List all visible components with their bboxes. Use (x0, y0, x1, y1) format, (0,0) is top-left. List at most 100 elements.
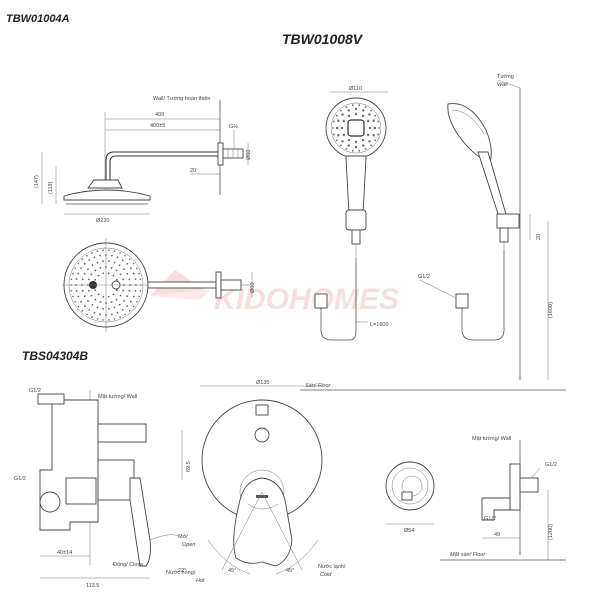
nozzle-dot (110, 267, 113, 269)
nozzle-dot (126, 262, 129, 265)
nozzle-dot (354, 107, 358, 111)
hand-center-button (347, 119, 365, 137)
hand-hose-connector (351, 229, 361, 245)
mixer-front-view: Ø135 22° 45° 45° Nước nóng/ Hot Nước lạn… (166, 380, 346, 584)
nozzle-dot (121, 259, 124, 261)
nozzle-dot (354, 145, 358, 149)
nozzle-dot (96, 318, 99, 320)
mixer-side-inlet (39, 491, 61, 513)
watermark: KIDOHOMES (150, 270, 399, 316)
nozzle-dot (77, 305, 80, 308)
nozzle-dot (122, 278, 124, 281)
wall-flange (217, 142, 224, 166)
mixer-side-view: Mặt tường/ Wall G1/2 G1/2 40±14 113.5 Mở… (14, 388, 195, 589)
nozzle-dot (81, 310, 84, 312)
nozzle-dot (87, 268, 89, 270)
dim-total-depth: 113.5 (86, 583, 99, 589)
nozzle-dot (123, 300, 125, 302)
outlet-ring (391, 467, 429, 505)
nozzle-dot (341, 113, 344, 116)
nozzle-dot (102, 249, 104, 251)
nozzle-dot (108, 249, 110, 251)
brand-badge (256, 495, 268, 498)
nozzle-dot (138, 272, 140, 275)
shower-arm-inner (109, 155, 224, 180)
nozzle-dot (128, 278, 131, 281)
nozzle-dot (97, 293, 100, 296)
nozzle-dot (81, 278, 84, 281)
nozzle-dot (358, 104, 361, 107)
hose-thread-label: G1/2 (418, 274, 430, 280)
thread-label: G½ (229, 123, 238, 130)
nozzle-dot (91, 303, 94, 306)
nozzle-dot (333, 120, 335, 123)
nozzle-dot (115, 269, 118, 272)
nozzle-dot (335, 139, 338, 142)
nozzle-dot (347, 109, 350, 112)
nozzle-dot (351, 104, 354, 107)
shower-head-side-view: Wall/ Tường hoàn thiện 409 400±5 G½ Ø60 … (34, 96, 252, 224)
hand-holder (345, 209, 367, 231)
nozzle-dot (370, 109, 372, 112)
dim-outlet-height: (1200) (548, 524, 554, 540)
nozzle-dot (354, 112, 358, 116)
mixer-top-inlet (37, 393, 65, 405)
nozzle-dot (88, 259, 91, 261)
nozzle-dot (70, 290, 73, 292)
nozzle-dot (115, 278, 118, 281)
angle-hot: 45° (228, 568, 236, 574)
nozzle-dot (364, 106, 367, 108)
nozzle-dot (132, 272, 135, 275)
dim-mixer-height: 69.5 (186, 461, 192, 472)
nozzle-dot (111, 313, 113, 316)
nozzle-dot (347, 144, 350, 147)
cold-label-en: Cold (320, 572, 332, 578)
head-connector (87, 179, 123, 189)
nozzle-dot (139, 278, 142, 281)
wall-leader (497, 79, 521, 89)
side-hose-nut (455, 293, 469, 309)
hand-shower-front-view: Ø110 L=1600 (314, 86, 389, 341)
open-arc (149, 534, 179, 541)
nozzle-dot (340, 126, 344, 130)
nozzle-dot (337, 134, 340, 137)
nozzle-dot (113, 250, 116, 252)
nozzle-dot (134, 278, 137, 280)
nozzle-dot (113, 306, 116, 309)
nozzle-dot (377, 133, 379, 136)
side-hose (461, 250, 505, 341)
nozzle-dot (337, 119, 340, 122)
nozzle-dot (115, 289, 118, 292)
nozzle-dot (77, 262, 80, 265)
hot-arc (207, 539, 251, 575)
nozzle-dot (121, 309, 124, 311)
hot-label-vi: Nước nóng/ (166, 570, 196, 576)
side-hose-connector (499, 227, 509, 243)
nozzle-dot (116, 256, 119, 259)
cold-angle-line (261, 491, 303, 571)
nozzle-dot (80, 267, 82, 270)
nozzle-dot (97, 274, 100, 277)
nozzle-dot (94, 278, 97, 281)
watermark-logo-base (150, 290, 210, 300)
dim-head-dia: Ø220 (96, 218, 109, 224)
nozzle-dot (128, 289, 131, 292)
nozzle-dot (119, 294, 122, 297)
nozzle-dot (83, 305, 86, 308)
nozzle-dot (134, 290, 137, 292)
nozzle-dot (112, 293, 115, 296)
nozzle-dot (72, 295, 74, 298)
nozzle-dot (93, 256, 96, 259)
outlet-nipple-side (519, 477, 539, 493)
dim-hand-offset: 20 (536, 234, 542, 240)
open-label-en: Open (182, 542, 195, 548)
mixer-lever-front (233, 477, 293, 567)
hot-angle-line (221, 491, 263, 571)
nozzle-dot (366, 133, 370, 137)
nozzle-dot (94, 289, 97, 292)
nozzle-dot (96, 261, 99, 264)
leader-thread (419, 279, 457, 299)
dim-flange-front: Ø60 (250, 283, 256, 293)
hand-head-ring (330, 102, 382, 154)
